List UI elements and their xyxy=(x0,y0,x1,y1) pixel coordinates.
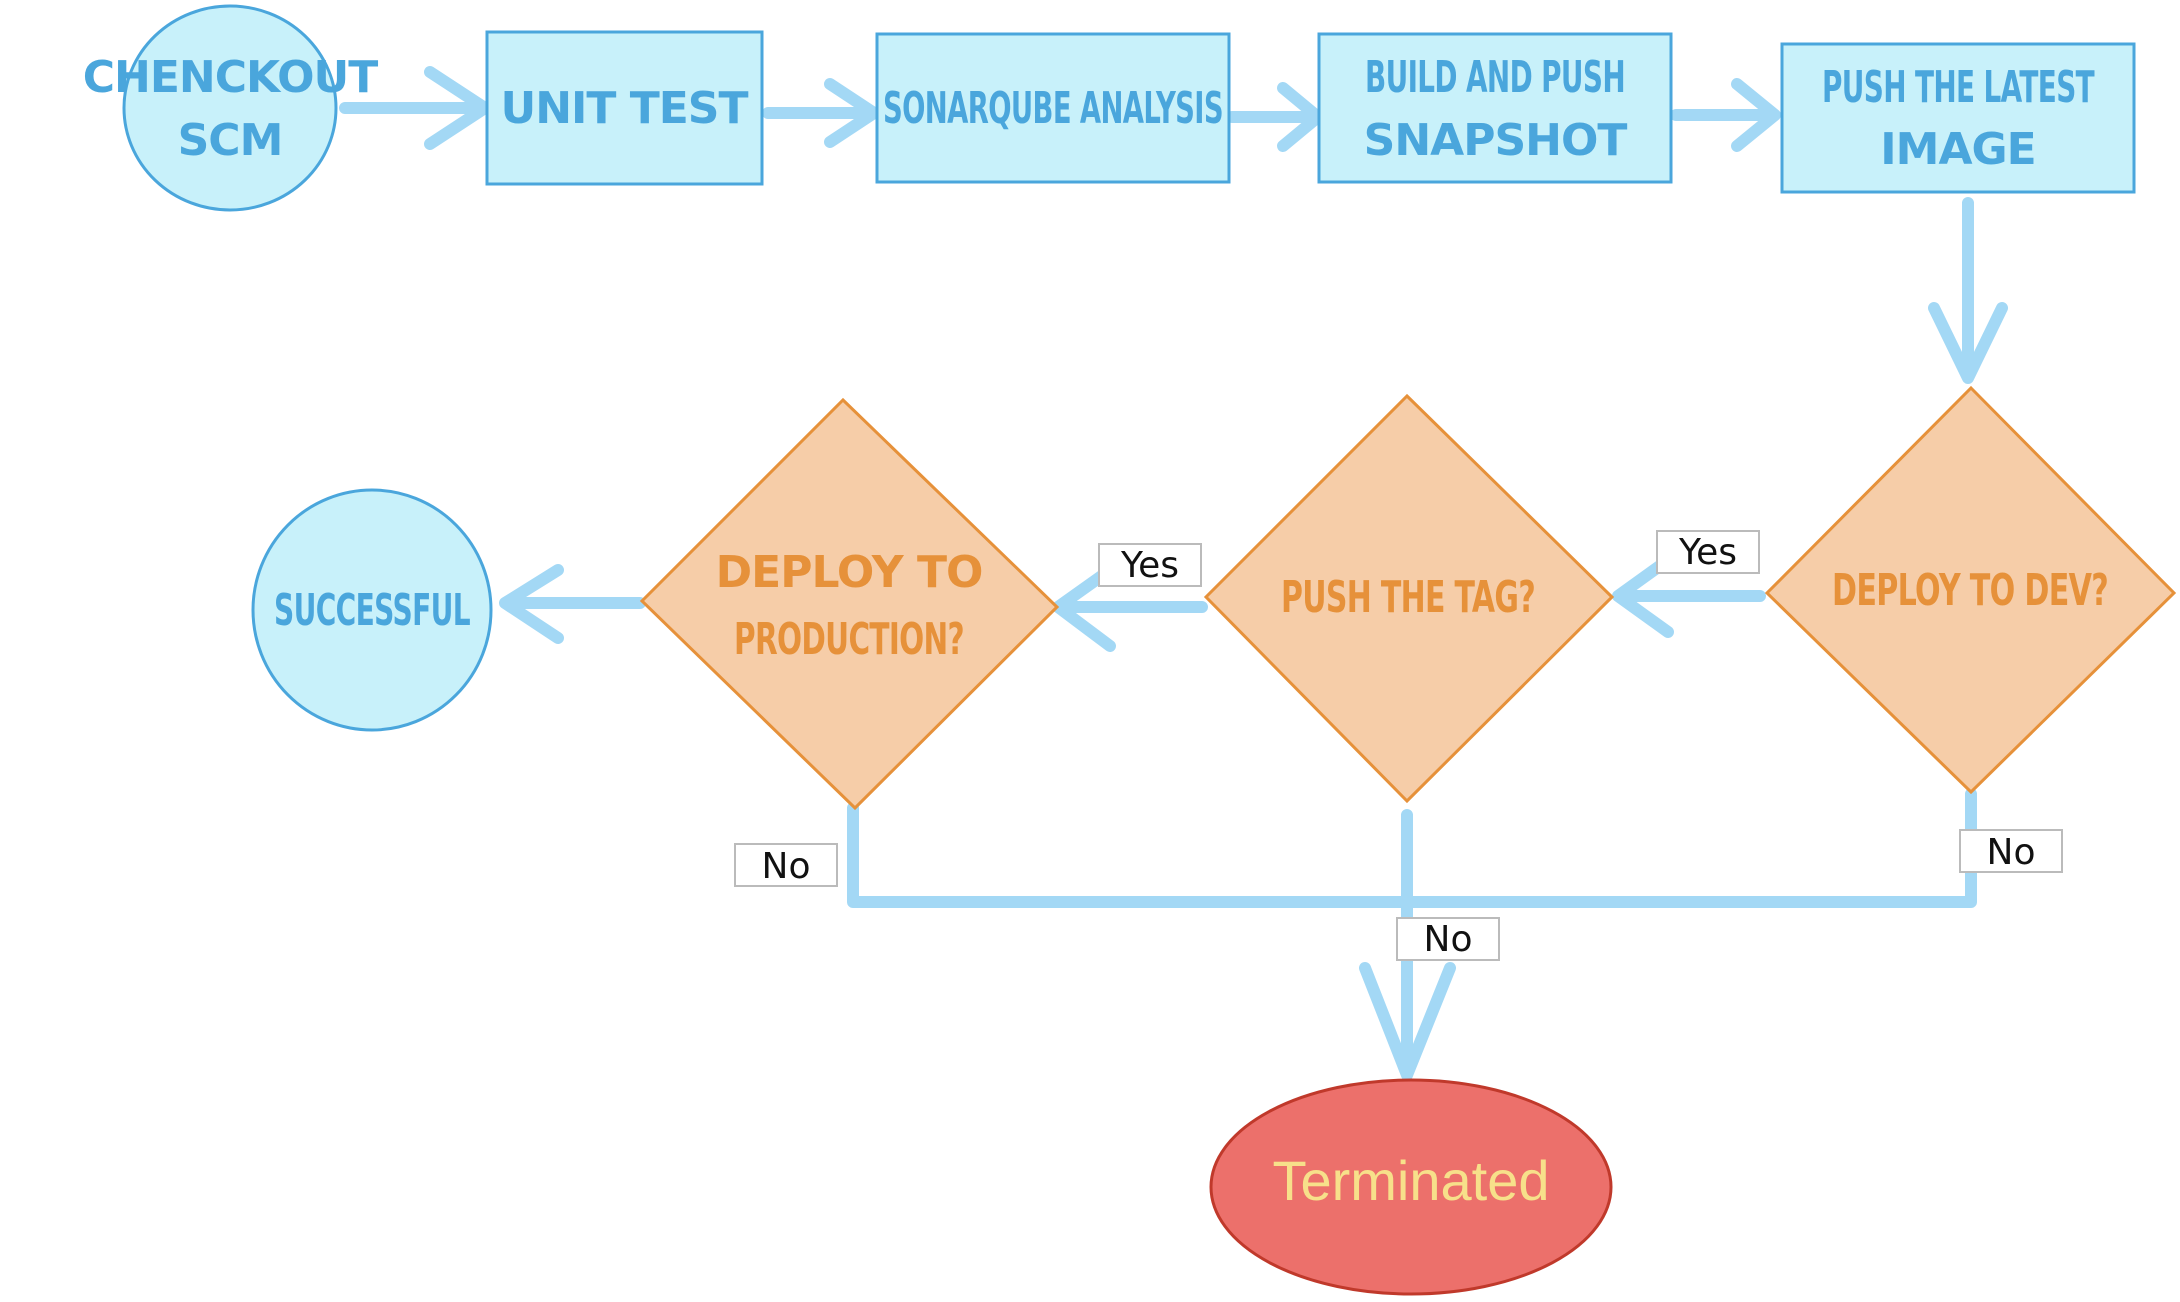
arrow-unit-test-to-sonarqube xyxy=(762,78,880,148)
terminated-ellipse xyxy=(1209,1078,1613,1296)
arrow-push-latest-to-deploy-dev xyxy=(1928,197,2008,384)
checkout-circle xyxy=(122,4,338,212)
sonarqube-node: SONARQUBE ANALYSIS xyxy=(875,32,1231,184)
edge-label-tag-no: No xyxy=(1396,917,1500,961)
edge-label-dev-no: No xyxy=(1959,829,2063,873)
successful-circle xyxy=(251,488,493,732)
arrow-deploy-prod-to-successful xyxy=(499,564,646,644)
checkout-label-line2: SCM xyxy=(178,115,283,166)
checkout-label-line1: CHENCKOUT xyxy=(83,52,379,103)
unit-test-node: UNIT TEST xyxy=(485,30,764,186)
push-tag-diamond xyxy=(1203,393,1615,804)
deploy-prod-label-line2: PRODUCTION? xyxy=(734,614,964,665)
arrow-sonarqube-to-build-push xyxy=(1226,82,1324,152)
edge-label-tag-no-box xyxy=(1396,917,1500,961)
push-latest-label-line2: IMAGE xyxy=(1880,124,2035,175)
arrow-checkout-to-unit-test xyxy=(339,66,491,150)
terminated-node: Terminated xyxy=(1209,1078,1613,1296)
edge-label-tag-no-text: No xyxy=(1424,919,1473,960)
push-latest-box xyxy=(1780,42,2136,194)
sonarqube-box xyxy=(875,32,1231,184)
edge-label-prod-no-text: No xyxy=(762,846,811,887)
push-tag-label: PUSH THE TAG? xyxy=(1281,572,1535,623)
edge-label-prod-no: No xyxy=(734,843,838,887)
push-latest-node: PUSH THE LATEST IMAGE xyxy=(1780,42,2136,194)
sonarqube-label: SONARQUBE ANALYSIS xyxy=(883,83,1223,134)
deploy-dev-label: DEPLOY TO DEV? xyxy=(1832,565,2108,616)
push-tag-node: PUSH THE TAG? xyxy=(1203,393,1615,804)
successful-node: SUCCESSFUL xyxy=(251,488,493,732)
edge-label-dev-yes-text: Yes xyxy=(1678,532,1737,573)
edge-label-tag-yes-text: Yes xyxy=(1120,545,1179,586)
checkout-node: CHENCKOUT SCM xyxy=(83,4,379,212)
edge-label-dev-yes: Yes xyxy=(1656,530,1760,574)
edge-label-tag-yes: Yes xyxy=(1098,543,1202,587)
deploy-prod-label-line1: DEPLOY TO xyxy=(716,547,983,598)
push-latest-label-line1: PUSH THE LATEST xyxy=(1822,62,2095,113)
deploy-dev-diamond xyxy=(1764,385,2177,795)
edge-label-dev-no-text: No xyxy=(1987,832,2036,873)
unit-test-box xyxy=(485,30,764,186)
deploy-dev-node: DEPLOY TO DEV? xyxy=(1764,385,2177,795)
edge-label-dev-no-box xyxy=(1959,829,2063,873)
arrow-deploy-dev-to-push-tag xyxy=(1612,554,1766,638)
build-push-label-line2: SNAPSHOT xyxy=(1364,115,1628,166)
deploy-prod-node: DEPLOY TO PRODUCTION? xyxy=(639,397,1060,811)
terminated-label: Terminated xyxy=(1272,1149,1549,1212)
build-push-node: BUILD AND PUSH SNAPSHOT xyxy=(1317,32,1673,184)
edge-label-prod-no-box xyxy=(734,843,838,887)
arrow-build-push-to-push-latest xyxy=(1670,78,1781,152)
successful-label: SUCCESSFUL xyxy=(274,585,470,636)
edge-label-dev-yes-box xyxy=(1656,530,1760,574)
build-push-box xyxy=(1317,32,1673,184)
unit-test-label: UNIT TEST xyxy=(500,83,748,134)
edge-label-tag-yes-box xyxy=(1098,543,1202,587)
deploy-prod-diamond xyxy=(639,397,1060,811)
build-push-label-line1: BUILD AND PUSH xyxy=(1365,52,1625,103)
